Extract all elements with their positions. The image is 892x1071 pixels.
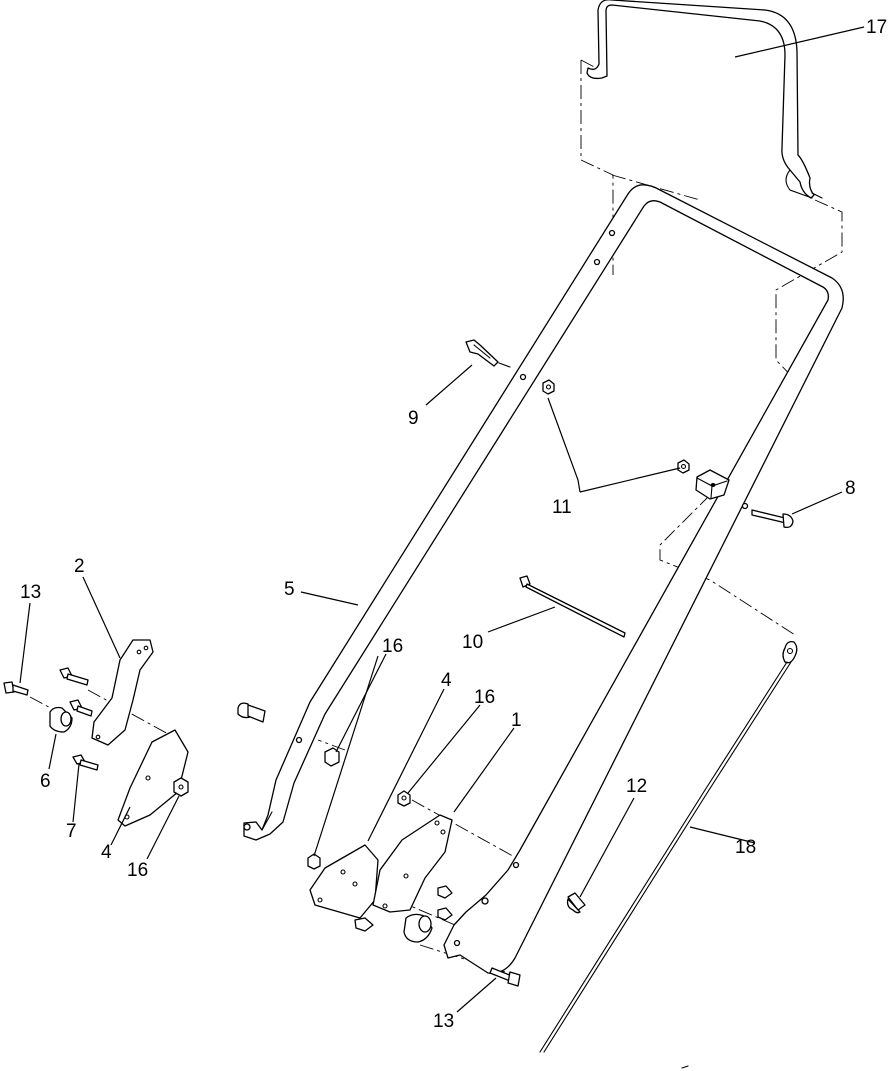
- bolt-part-12: [566, 892, 586, 914]
- callout-11: 11: [552, 497, 572, 518]
- callout-6: 6: [40, 771, 51, 792]
- callout-labels: 17 8 9 11 5 10 16 4 16 1 12 18 13 2 13 6…: [20, 17, 887, 1032]
- callout-18: 18: [735, 837, 756, 858]
- small-bolts-left: [59, 667, 99, 771]
- bolt-part-13-bottom: [489, 967, 521, 987]
- clip-part-9: [465, 339, 511, 368]
- bracket-part-1: [372, 814, 453, 913]
- cable-tie-part-10: [519, 575, 626, 638]
- handle-part-5: [243, 184, 844, 974]
- callout-12: 12: [626, 776, 647, 797]
- leader-lines: [19, 26, 865, 1013]
- callout-4-a: 4: [441, 670, 452, 691]
- callout-16-b: 16: [474, 687, 495, 708]
- spacer-part-6: [49, 706, 73, 733]
- callout-17: 17: [866, 17, 887, 38]
- callout-2: 2: [74, 556, 85, 577]
- callout-5: 5: [284, 579, 295, 600]
- bail-part-17: [586, 0, 823, 199]
- callout-13-b: 13: [20, 582, 41, 603]
- callout-4-b: 4: [101, 842, 112, 863]
- small-bolts-right: [354, 885, 453, 932]
- bracket-part-2: [91, 639, 154, 746]
- nut-part-11-lower: [677, 459, 690, 474]
- handle-bolt: [237, 702, 266, 723]
- nut-part-11-upper: [542, 379, 555, 395]
- cable-part-18: [539, 640, 798, 1069]
- nut-part-16-upper: [397, 790, 411, 807]
- cable-guide-block: [695, 469, 730, 500]
- callout-9: 9: [408, 408, 419, 429]
- nut-part-16-handle: [324, 747, 340, 767]
- nut-part-16-lower: [307, 853, 321, 870]
- callout-16-a: 16: [382, 636, 403, 657]
- plate-part-4-right: [309, 844, 379, 919]
- callout-13-a: 13: [433, 1011, 454, 1032]
- bolt-part-8: [751, 509, 794, 529]
- callout-7: 7: [66, 821, 77, 842]
- callout-1: 1: [511, 710, 522, 731]
- callout-10: 10: [462, 632, 483, 653]
- plate-part-4-left: [117, 729, 189, 827]
- spacer-right: [403, 913, 433, 943]
- callout-8: 8: [845, 478, 856, 499]
- bolt-part-13-left: [3, 681, 29, 696]
- callout-16-c: 16: [127, 860, 148, 881]
- nut-part-16-left: [173, 777, 189, 797]
